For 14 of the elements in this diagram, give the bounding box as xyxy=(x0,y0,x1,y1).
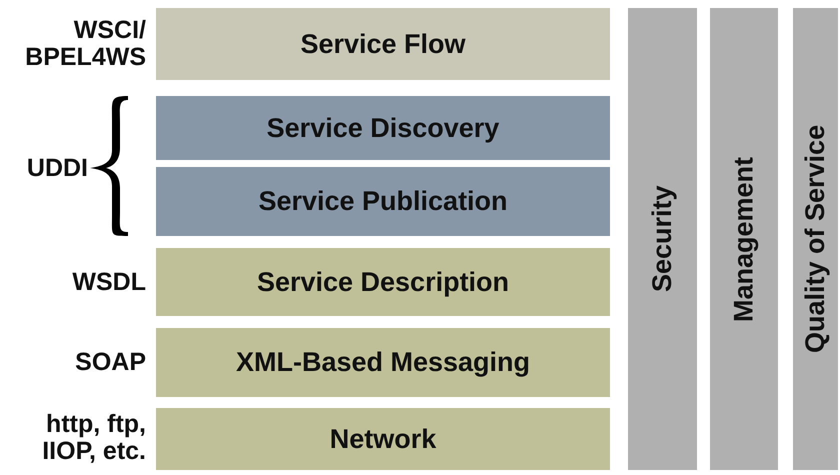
protocol-label: SOAP xyxy=(75,348,146,376)
layer-box: Service Discovery xyxy=(156,96,610,160)
protocol-label: WSDL xyxy=(72,268,146,296)
protocol-label: UDDI xyxy=(26,154,88,182)
layer-box: Service Publication xyxy=(156,167,610,236)
column-bar: Security xyxy=(628,8,697,470)
layer-box: Network xyxy=(156,408,610,470)
layer-box: Service Flow xyxy=(156,8,610,80)
protocol-label: WSCI/ BPEL4WS xyxy=(24,17,146,71)
column-bar: Management xyxy=(710,8,778,470)
protocol-label: http, ftp, IIOP, etc. xyxy=(41,411,146,465)
layer-box: XML-Based Messaging xyxy=(156,328,610,397)
layer-box: Service Description xyxy=(156,248,610,316)
column-bar: Quality of Service xyxy=(793,8,838,470)
